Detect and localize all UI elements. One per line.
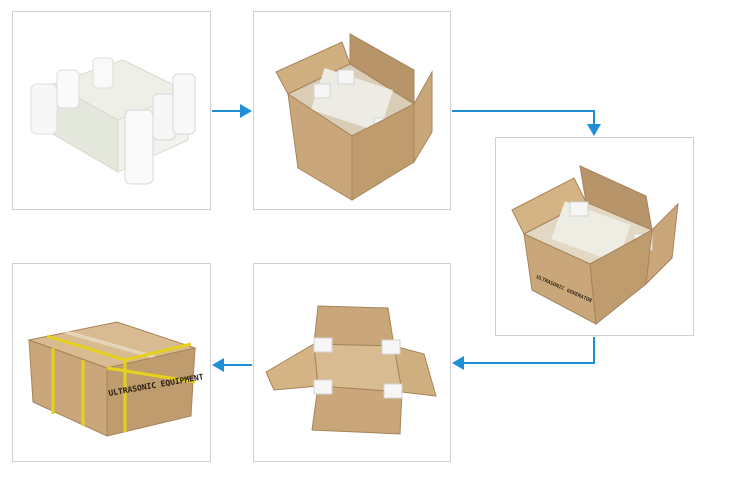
arrow-step2-to-step3 bbox=[452, 110, 601, 136]
step-2-panel bbox=[253, 11, 451, 210]
step-5-panel: ULTRASONIC EQUIPMENT bbox=[12, 263, 211, 462]
step-4-panel bbox=[253, 263, 451, 462]
step-3-panel: ULTRASONIC GENERATOR bbox=[495, 137, 694, 336]
boxed-unit-with-generator-icon: ULTRASONIC GENERATOR bbox=[511, 165, 679, 325]
open-box-with-foam-icon bbox=[275, 33, 433, 201]
flaps-open-box-icon bbox=[265, 305, 437, 435]
arrow-step1-to-step2 bbox=[212, 104, 252, 118]
arrow-step4-to-step5 bbox=[212, 358, 252, 372]
step-1-panel bbox=[12, 11, 211, 210]
sealed-strapped-box-icon: ULTRASONIC EQUIPMENT bbox=[27, 321, 204, 437]
arrow-step3-to-step4 bbox=[452, 337, 595, 370]
foam-protected-unit-icon bbox=[30, 57, 196, 185]
